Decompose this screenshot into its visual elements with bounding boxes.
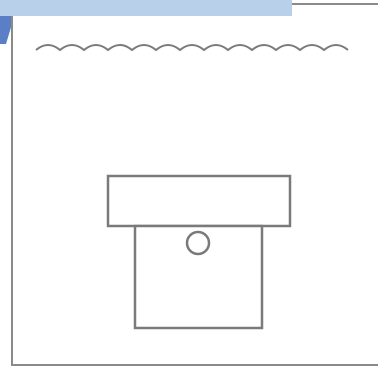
object-cap-rectangle <box>108 176 290 226</box>
top-band <box>0 0 292 16</box>
corner-tab <box>0 16 12 44</box>
water-surface-wave <box>36 45 348 50</box>
object-hole-circle <box>187 232 209 254</box>
